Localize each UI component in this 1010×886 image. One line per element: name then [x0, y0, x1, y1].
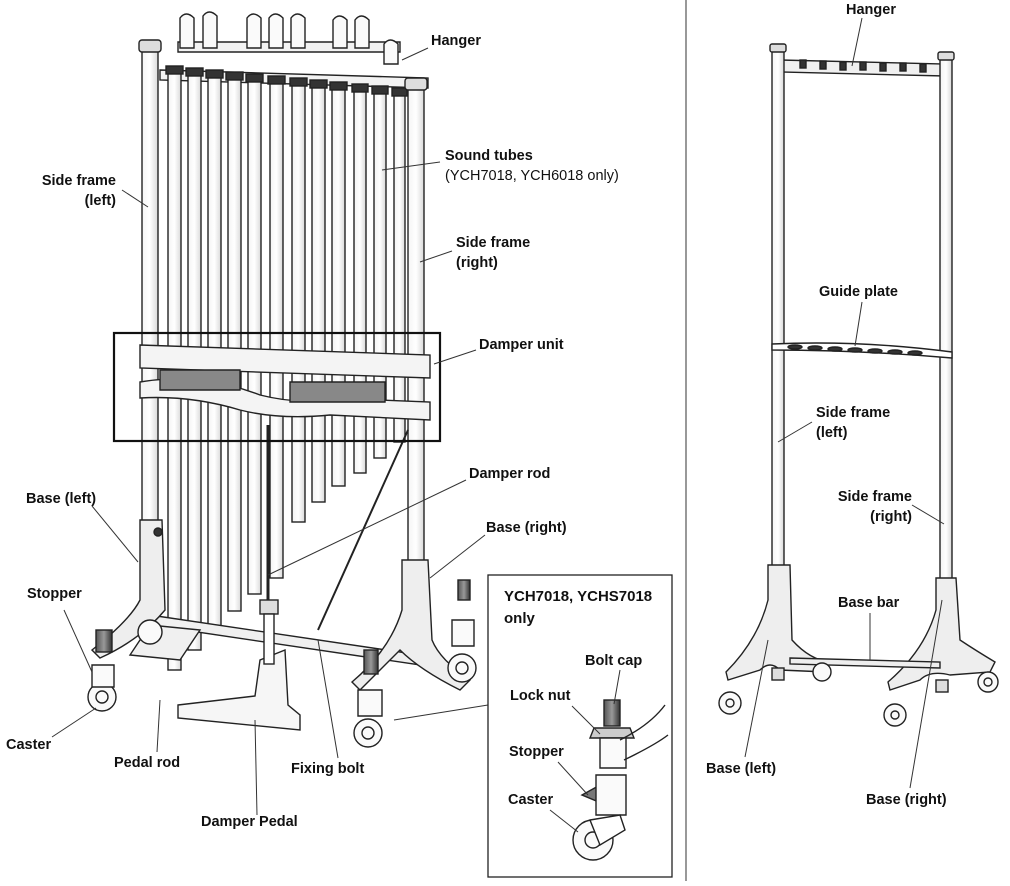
side-label-side-frame-right: Side frame [837, 489, 912, 505]
sound-tubes [165, 65, 408, 671]
side-label-guide-plate: Guide plate [819, 284, 898, 300]
inset-label-caster: Caster [508, 792, 554, 808]
side-label-base-right: Base (right) [866, 792, 947, 808]
side-label-side-frame-left: Side frame [816, 405, 891, 421]
side-hanger [779, 59, 946, 77]
label-base-right: Base (right) [486, 520, 567, 536]
label-damper-pedal: Damper Pedal [201, 814, 298, 830]
label-hanger: Hanger [431, 33, 481, 49]
inset-title-line-1: YCH7018, YCHS7018 [504, 588, 653, 605]
label-side-frame-left: Side frame [41, 173, 116, 189]
side-leader-lines [744, 17, 945, 789]
inset-label-stopper: Stopper [509, 744, 564, 760]
inset-frame [487, 574, 673, 878]
label-damper-unit: Damper unit [479, 337, 564, 353]
caster-right-front [353, 649, 383, 748]
inset-label-lock-nut: Lock nut [510, 688, 571, 704]
main-leader-lines [51, 47, 489, 816]
label-side-frame-left-suffix: (left) [84, 193, 116, 209]
label-sound-tubes-note: (YCH7018, YCH6018 only) [445, 168, 619, 184]
side-label-hanger: Hanger [846, 2, 896, 18]
pedal-rod [317, 429, 409, 631]
inset-caster-detail [572, 699, 669, 861]
label-stopper: Stopper [27, 586, 82, 602]
side-view-stand [718, 43, 999, 727]
inset-label-bolt-cap: Bolt cap [585, 653, 643, 669]
side-label-base-bar: Base bar [838, 595, 900, 611]
side-frame-left-view [769, 43, 787, 571]
label-fixing-bolt: Fixing bolt [291, 761, 365, 777]
base-bar [789, 657, 941, 669]
side-label-base-left: Base (left) [706, 761, 777, 777]
label-damper-rod: Damper rod [469, 466, 551, 482]
caster-left [87, 629, 117, 712]
side-frame-right-view [937, 51, 955, 581]
side-casters [718, 662, 999, 727]
caster-middle [137, 619, 163, 645]
side-label-side-frame-left-suffix: (left) [816, 425, 848, 441]
side-frame-right [404, 77, 428, 577]
label-side-frame-right: Side frame [456, 235, 531, 251]
label-caster: Caster [6, 737, 52, 753]
inset-title-line-2: only [504, 610, 535, 627]
side-base-left [725, 564, 831, 681]
main-chime-stand [87, 11, 477, 748]
damper-unit-highlight-box [112, 331, 442, 443]
label-side-frame-right-suffix: (right) [456, 255, 498, 271]
lock-nut [588, 727, 636, 739]
guide-plate [771, 342, 953, 359]
inset-leader-lines [549, 669, 621, 833]
side-base-right [887, 577, 996, 691]
side-label-side-frame-right-suffix: (right) [870, 509, 912, 525]
bolt-cap [603, 699, 621, 727]
label-pedal-rod: Pedal rod [114, 755, 181, 771]
label-sound-tubes: Sound tubes [445, 148, 533, 164]
label-base-left: Base (left) [26, 491, 97, 507]
caster-right-back [447, 579, 477, 683]
inset-title: YCH7018, YCHS7018 only [504, 586, 664, 630]
damper-pedal [177, 599, 301, 731]
damper-unit [139, 344, 431, 421]
